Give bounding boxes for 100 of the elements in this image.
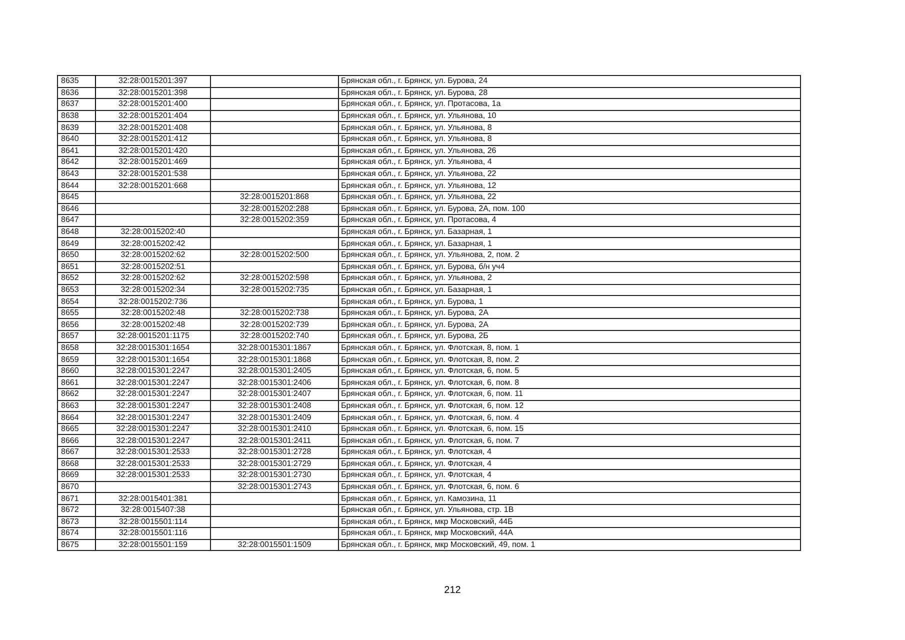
table-cell: 8663 [58, 400, 96, 412]
table-cell: Брянская обл., г. Брянск, ул. Флотская, 8, пом. 1 [338, 342, 800, 354]
table-cell: Брянская обл., г. Брянск, ул. Базарная, 1 [338, 284, 800, 296]
table-cell: 32:28:0015202:42 [96, 238, 210, 250]
table-cell: 32:28:0015301:2405 [210, 365, 338, 377]
table-cell: 8648 [58, 226, 96, 238]
table-cell: 8664 [58, 412, 96, 424]
table-cell: 32:28:0015301:2247 [96, 400, 210, 412]
table-cell: 32:28:0015301:2247 [96, 412, 210, 424]
table-cell: 32:28:0015201:408 [96, 122, 210, 134]
table-cell: 32:28:0015201:397 [96, 76, 210, 88]
table-cell: 32:28:0015301:2533 [96, 446, 210, 458]
table-cell: 8649 [58, 238, 96, 250]
table-cell: 8647 [58, 214, 96, 226]
table-cell: Брянская обл., г. Брянск, мкр Московский, 44Б [338, 516, 800, 528]
table-cell: 8641 [58, 145, 96, 157]
table-cell: 32:28:0015501:1509 [210, 539, 338, 551]
table-cell: 32:28:0015202:740 [210, 330, 338, 342]
table-cell: Брянская обл., г. Брянск, ул. Протасова, 4 [338, 214, 800, 226]
table-cell: 32:28:0015301:2406 [210, 376, 338, 389]
table-cell: Брянская обл., г. Брянск, ул. Протасова, 1а [338, 98, 800, 110]
table-cell: 32:28:0015202:735 [210, 284, 338, 296]
table-cell: 8653 [58, 284, 96, 296]
table-cell: 8646 [58, 203, 96, 215]
table-cell: 32:28:0015301:2743 [210, 481, 338, 493]
table-cell: 8674 [58, 528, 96, 540]
table-cell: 8668 [58, 458, 96, 470]
table-cell: 8635 [58, 76, 96, 88]
table-cell: 32:28:0015202:48 [96, 307, 210, 319]
table-cell: Брянская обл., г. Брянск, ул. Флотская, 4 [338, 446, 800, 458]
table-cell: 32:28:0015301:1868 [210, 354, 338, 366]
table-cell: Брянская обл., г. Брянск, ул. Ульянова, 26 [338, 145, 800, 157]
table-cell: 32:28:0015301:2409 [210, 412, 338, 424]
table-cell: 8654 [58, 296, 96, 308]
table-cell: 32:28:0015301:2247 [96, 388, 210, 400]
table-cell: 32:28:0015201:469 [96, 156, 210, 168]
table-cell: Брянская обл., г. Брянск, ул. Бурова, 28 [338, 87, 800, 99]
table-cell: 32:28:0015202:62 [96, 272, 210, 284]
table-cell: 32:28:0015501:114 [96, 516, 210, 528]
table-cell: 8675 [58, 539, 96, 551]
table-cell: Брянская обл., г. Брянск, ул. Флотская, 6, пом. 5 [338, 365, 800, 377]
table-cell: 32:28:0015202:34 [96, 284, 210, 296]
table-cell: 8656 [58, 318, 96, 331]
table-cell: 32:28:0015201:420 [96, 145, 210, 157]
table-cell: Брянская обл., г. Брянск, ул. Флотская, 4 [338, 470, 800, 482]
table-cell: 32:28:0015301:2408 [210, 400, 338, 412]
table-cell: 32:28:0015301:1867 [210, 342, 338, 354]
table-cell: Брянская обл., г. Брянск, ул. Камозина, 11 [338, 492, 800, 504]
table-cell: Брянская обл., г. Брянск, ул. Флотская, 6, пом. 15 [338, 423, 800, 435]
table-cell: 8644 [58, 180, 96, 192]
table-cell: 8672 [58, 504, 96, 516]
table-cell: Брянская обл., г. Брянск, ул. Флотская, 6, пом. 12 [338, 400, 800, 412]
table-cell: 32:28:0015201:398 [96, 87, 210, 99]
table-cell: 8643 [58, 168, 96, 180]
table-cell: Брянская обл., г. Брянск, ул. Флотская, 6, пом. 11 [338, 388, 800, 400]
table-cell: 32:28:0015301:2533 [96, 458, 210, 470]
table-cell: 32:28:0015301:2407 [210, 388, 338, 400]
table-cell: 32:28:0015301:2730 [210, 470, 338, 482]
table-cell: 8640 [58, 133, 96, 146]
table-cell: Брянская обл., г. Брянск, ул. Флотская, 6, пом. 7 [338, 434, 800, 446]
table-cell: 32:28:0015301:2411 [210, 434, 338, 446]
table-cell: 32:28:0015201:668 [96, 180, 210, 192]
table-cell: Брянская обл., г. Брянск, ул. Ульянова, 8 [338, 122, 800, 134]
table-cell: 32:28:0015301:2247 [96, 365, 210, 377]
table-cell: 32:28:0015202:288 [210, 203, 338, 215]
table-cell: Брянская обл., г. Брянск, ул. Флотская, 8, пом. 2 [338, 354, 800, 366]
table-cell: Брянская обл., г. Брянск, ул. Бурова, 2А, пом. 100 [338, 203, 800, 215]
table-cell: Брянская обл., г. Брянск, ул. Бурова, б/н уч4 [338, 261, 800, 273]
table-cell: 8657 [58, 330, 96, 342]
table-cell: 8636 [58, 87, 96, 99]
table-cell: 32:28:0015501:116 [96, 528, 210, 540]
table-cell: 8670 [58, 481, 96, 493]
table-cell: 32:28:0015301:2247 [96, 434, 210, 446]
table-cell: 32:28:0015202:598 [210, 272, 338, 284]
table-cell: Брянская обл., г. Брянск, ул. Флотская, 6, пом. 4 [338, 412, 800, 424]
table-cell: 8655 [58, 307, 96, 319]
table-cell: 32:28:0015202:500 [210, 249, 338, 261]
table-cell: 8658 [58, 342, 96, 354]
table-cell: 32:28:0015301:2247 [96, 423, 210, 435]
table-cell: 32:28:0015201:412 [96, 133, 210, 146]
table-cell: 32:28:0015301:2728 [210, 446, 338, 458]
table-cell: Брянская обл., г. Брянск, ул. Бурова, 2А [338, 307, 800, 319]
table-cell: Брянская обл., г. Брянск, ул. Флотская, 4 [338, 458, 800, 470]
table-cell: 32:28:0015401:381 [96, 492, 210, 504]
table-cell: Брянская обл., г. Брянск, ул. Ульянова, стр. 1В [338, 504, 800, 516]
table-cell: 8660 [58, 365, 96, 377]
table-cell: 32:28:0015202:40 [96, 226, 210, 238]
table-cell: 32:28:0015201:868 [210, 191, 338, 204]
table-cell: 8669 [58, 470, 96, 482]
table-cell: Брянская обл., г. Брянск, ул. Флотская, 6, пом. 8 [338, 376, 800, 389]
table-cell: 8662 [58, 388, 96, 400]
table-cell: Брянская обл., г. Брянск, ул. Базарная, 1 [338, 226, 800, 238]
page-number: 212 [444, 585, 461, 596]
table-cell: Брянская обл., г. Брянск, ул. Ульянова, 10 [338, 110, 800, 122]
table-cell: 8650 [58, 249, 96, 261]
table-cell: 32:28:0015407:38 [96, 504, 210, 516]
table-cell: 32:28:0015301:2533 [96, 470, 210, 482]
table-cell: 8638 [58, 110, 96, 122]
table-cell: Брянская обл., г. Брянск, ул. Ульянова, 2 [338, 272, 800, 284]
table-cell: 32:28:0015201:1175 [96, 330, 210, 342]
